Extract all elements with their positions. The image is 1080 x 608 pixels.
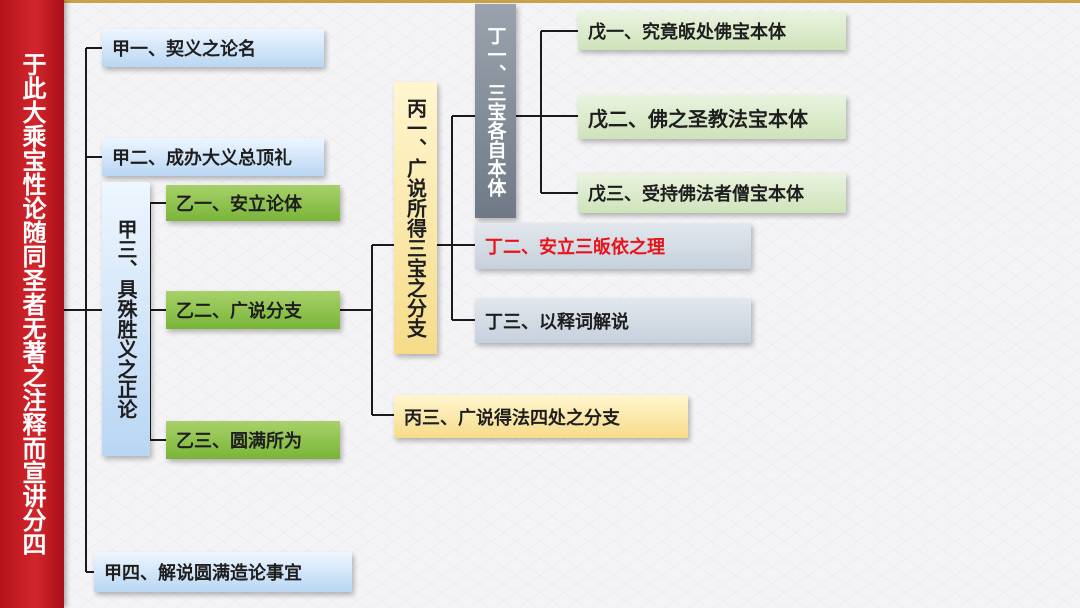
node-yi3: 乙三、圆满所为 xyxy=(166,421,340,459)
node-wu2: 戊二、佛之圣教法宝本体 xyxy=(578,95,846,139)
node-ding2: 丁二、安立三皈依之理 xyxy=(475,223,751,269)
node-jia1: 甲一、契义之论名 xyxy=(102,29,324,67)
node-wu1: 戊一、究竟皈处佛宝本体 xyxy=(578,12,846,50)
root-node: 于此大乘宝性论随同圣者无著之注释而宣讲分四 xyxy=(0,0,64,608)
top-border xyxy=(0,0,1080,3)
node-bing3: 丙三、广说得法四处之分支 xyxy=(394,395,688,438)
node-bing3-label: 丙三、广说得法四处之分支 xyxy=(404,407,620,429)
node-ding2-label: 丁二、安立三皈依之理 xyxy=(485,237,665,258)
node-yi1: 乙一、安立论体 xyxy=(166,185,340,221)
node-jia3: 甲三、具殊胜义之正论 xyxy=(102,182,150,456)
node-wu3: 戊三、受持佛法者僧宝本体 xyxy=(578,173,846,213)
root-label: 于此大乘宝性论随同圣者无著之注释而宣讲分四 xyxy=(18,52,46,556)
node-wu2-label: 戊二、佛之圣教法宝本体 xyxy=(588,106,808,131)
node-jia1-label: 甲一、契义之论名 xyxy=(112,39,256,60)
node-ding3-label: 丁三、以释词解说 xyxy=(485,311,629,333)
node-ding1-label: 丁一、三宝各自本体 xyxy=(484,25,507,197)
node-yi2-label: 乙二、广说分支 xyxy=(176,301,302,322)
node-ding1: 丁一、三宝各自本体 xyxy=(475,4,516,218)
node-jia2-label: 甲二、成办大义总顶礼 xyxy=(112,148,292,169)
node-bing1: 丙一、广说所得三宝之分支 xyxy=(394,82,437,354)
node-yi2: 乙二、广说分支 xyxy=(166,291,340,329)
node-yi3-label: 乙三、圆满所为 xyxy=(176,431,302,452)
node-wu3-label: 戊三、受持佛法者僧宝本体 xyxy=(588,184,804,205)
node-ding3: 丁三、以释词解说 xyxy=(475,298,751,343)
node-jia3-label: 甲三、具殊胜义之正论 xyxy=(114,219,138,419)
node-jia4: 甲四、解说圆满造论事宜 xyxy=(94,552,352,592)
node-jia4-label: 甲四、解说圆满造论事宜 xyxy=(104,563,302,584)
node-jia2: 甲二、成办大义总顶礼 xyxy=(102,138,324,176)
node-yi1-label: 乙一、安立论体 xyxy=(176,194,302,215)
node-wu1-label: 戊一、究竟皈处佛宝本体 xyxy=(588,22,786,43)
node-bing1-label: 丙一、广说所得三宝之分支 xyxy=(403,98,428,338)
